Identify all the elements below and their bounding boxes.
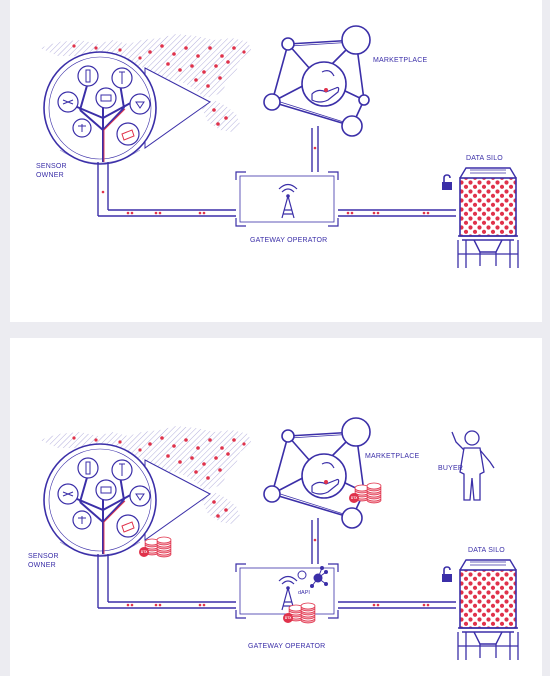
- antenna-icon: [235, 563, 339, 619]
- buyer-icon: [451, 430, 495, 501]
- network-icon: [263, 25, 371, 137]
- bottom-diagram: dAPI DTX DTX DTX MARKETPLACE BUYER SENSO…: [28, 417, 519, 661]
- data-pipe: [98, 126, 456, 217]
- label-gateway-operator: GATEWAY OPERATOR: [250, 237, 327, 244]
- silo-icon: [457, 559, 519, 661]
- label-marketplace: MARKETPLACE: [373, 57, 427, 64]
- coin-label: DTX: [141, 550, 148, 554]
- label-dapi: dAPI: [298, 590, 310, 596]
- coin-stack-icon: DTX: [139, 537, 171, 557]
- antenna-icon: [235, 171, 339, 227]
- coin-stack-icon: DTX: [283, 603, 315, 623]
- coin-label: DTX: [285, 616, 292, 620]
- coin-stack-icon: DTX: [349, 483, 381, 503]
- label-buyer: BUYER: [438, 465, 463, 472]
- coin-label: DTX: [351, 496, 358, 500]
- label-marketplace: MARKETPLACE: [365, 453, 419, 460]
- top-diagram: MARKETPLACE SENSOR OWNER GATEWAY OPERATO…: [36, 25, 519, 269]
- padlock-icon: [441, 174, 453, 191]
- label-data-silo: DATA SILO: [468, 547, 505, 554]
- label-data-silo: DATA SILO: [466, 155, 503, 162]
- dapi-network-icon: [297, 566, 328, 588]
- silo-icon: [457, 167, 519, 269]
- padlock-icon: [441, 566, 453, 583]
- label-sensor-owner-2: OWNER: [28, 562, 56, 569]
- label-sensor-owner-1: SENSOR: [36, 163, 67, 170]
- label-sensor-owner-2: OWNER: [36, 172, 64, 179]
- label-gateway-operator: GATEWAY OPERATOR: [248, 643, 325, 650]
- data-pipe: [98, 518, 456, 609]
- label-sensor-owner-1: SENSOR: [28, 553, 59, 560]
- network-icon: [263, 417, 371, 529]
